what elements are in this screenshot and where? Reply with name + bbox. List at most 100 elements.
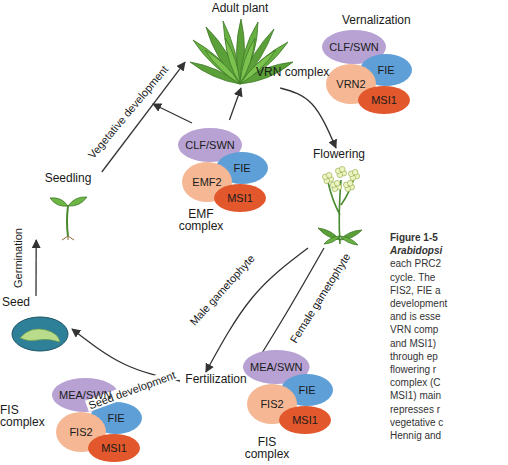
leaf-shape: [225, 38, 240, 84]
complex-label: FIS complex: [242, 436, 292, 460]
subunit-name: FIS2: [260, 398, 283, 410]
caption-slot: and MSI1): [390, 338, 436, 349]
subunit-name: FIE: [298, 384, 315, 396]
subunit-name: EMF2: [192, 176, 221, 188]
caption-line: each PRC2: [390, 258, 441, 269]
leaf-shape: [324, 236, 340, 244]
text-slot: Flowering: [300, 148, 378, 160]
subunit-ellipse: [358, 86, 410, 114]
subunit-name: MSI1: [292, 414, 318, 426]
caption-line: complex (C: [390, 377, 441, 388]
protein-subunit: MSI1: [358, 86, 410, 114]
text-slot: Vernalization: [342, 14, 411, 26]
caption-slot: development: [390, 298, 447, 309]
complex-label: FIS complex: [0, 404, 46, 428]
caption-slot: and is esse: [390, 311, 441, 322]
caption-line: cycle. The: [390, 272, 435, 283]
caption-slot: represses r: [390, 404, 440, 415]
caption-slot: FIS2, FIE a: [390, 285, 441, 296]
seedling-drawing: [50, 197, 87, 240]
subunit-ellipse: [279, 406, 331, 434]
text-slot: VRN complex: [256, 66, 329, 78]
caption-slot: MSI1) main: [390, 390, 441, 401]
caption-line: through ep: [390, 351, 438, 362]
caption-line: MSI1) main: [390, 390, 441, 401]
repression-arrow: [153, 104, 192, 123]
text-slot: Seed: [2, 296, 30, 308]
text-slot: FIS complex: [0, 404, 46, 428]
caption-slot: cycle. The: [390, 272, 435, 283]
caption-line: development: [390, 298, 447, 309]
cycle-arrow: [35, 240, 37, 296]
petal: [326, 172, 332, 178]
petal: [334, 180, 340, 186]
caption-slot: through ep: [390, 351, 438, 362]
subunit-name: MEA/SWN: [59, 389, 112, 401]
stage-label: Seedling: [28, 172, 108, 184]
leaf-shape: [340, 236, 358, 245]
petal: [352, 169, 358, 175]
caption-slot: Figure 1-5: [390, 232, 438, 243]
arrow-label: Male gametophyte: [186, 251, 258, 329]
caption-line: VRN comp: [390, 324, 438, 335]
caption-slot: vegetative c: [390, 417, 443, 428]
subunit-name: MEA/SWN: [250, 361, 303, 373]
protein-subunit: MSI1: [88, 434, 140, 462]
stage-node: Seed: [0, 296, 72, 356]
caption-slot: Arabidopsi: [390, 245, 442, 256]
protein-subunit: MSI1: [214, 184, 266, 212]
seed-coat: [12, 317, 68, 351]
caption-line: vegetative c: [390, 417, 443, 428]
complex-group: CLF/SWNFIEVRN2MSI1VernalizationVRN compl…: [262, 14, 418, 116]
petal: [339, 166, 345, 172]
seedling-stem: [67, 206, 68, 236]
complex-group: MEA/SWN FIE FIS2MSI1FIS complex: [236, 346, 340, 464]
text-slot: Fertilization: [180, 373, 252, 385]
caption-slot: each PRC2: [390, 258, 441, 269]
stage-label: Seed: [2, 296, 30, 308]
flower-drawing: [318, 166, 362, 245]
caption-line: and MSI1): [390, 338, 436, 349]
arrow-label: Germination: [12, 226, 24, 290]
stage-label: Flowering: [300, 148, 378, 160]
stage-node: Flowering: [300, 148, 380, 248]
subunit-name: CLF/SWN: [185, 139, 235, 151]
protein-subunit: MSI1: [279, 406, 331, 434]
caption-slot: flowering r: [390, 364, 436, 375]
subunit-name: CLF/SWN: [329, 41, 379, 53]
caption-line: Hennig and: [390, 430, 441, 441]
text-slot: Adult plant: [185, 2, 295, 14]
cycle-arrow: [229, 88, 241, 120]
text-slot: Seedling: [28, 172, 108, 184]
subunit-name: FIS2: [69, 426, 92, 438]
caption-line: Figure 1-5: [390, 232, 438, 243]
seedling-root: [62, 236, 74, 240]
leaf-shape: [50, 198, 68, 206]
complex-label: VRN complex: [256, 66, 329, 78]
subunit-ellipse: [88, 434, 140, 462]
stage-node: Fertilization: [180, 372, 254, 390]
caption-line: represses r: [390, 404, 440, 415]
text-slot: EMF complex: [176, 208, 226, 232]
caption-slot: Hennig and: [390, 430, 441, 441]
complex-label: EMF complex: [176, 208, 226, 232]
petal: [347, 180, 353, 186]
subunit-name: MSI1: [101, 442, 127, 454]
subunit-name: MSI1: [227, 192, 253, 204]
subunit-name: FIE: [377, 64, 394, 76]
subunit-name: VRN2: [336, 78, 365, 90]
caption-line: FIS2, FIE a: [390, 285, 441, 296]
label-slot: Germination: [12, 226, 24, 290]
caption-slot: complex (C: [390, 377, 441, 388]
caption-line: flowering r: [390, 364, 436, 375]
arrow-label: Female gametophyte: [286, 249, 353, 346]
stage-node: Seedling: [28, 172, 110, 240]
text-slot: FIS complex: [242, 436, 292, 460]
arrow-label: Vegetative development: [84, 62, 171, 163]
stage-label: Adult plant: [185, 2, 295, 14]
subunit-name: FIE: [107, 412, 124, 424]
subunit-ellipse: [214, 184, 266, 212]
caption-slot: VRN comp: [390, 324, 438, 335]
complex-group: CLF/SWNFIEEMF2MSI1EMF complex: [160, 120, 272, 235]
